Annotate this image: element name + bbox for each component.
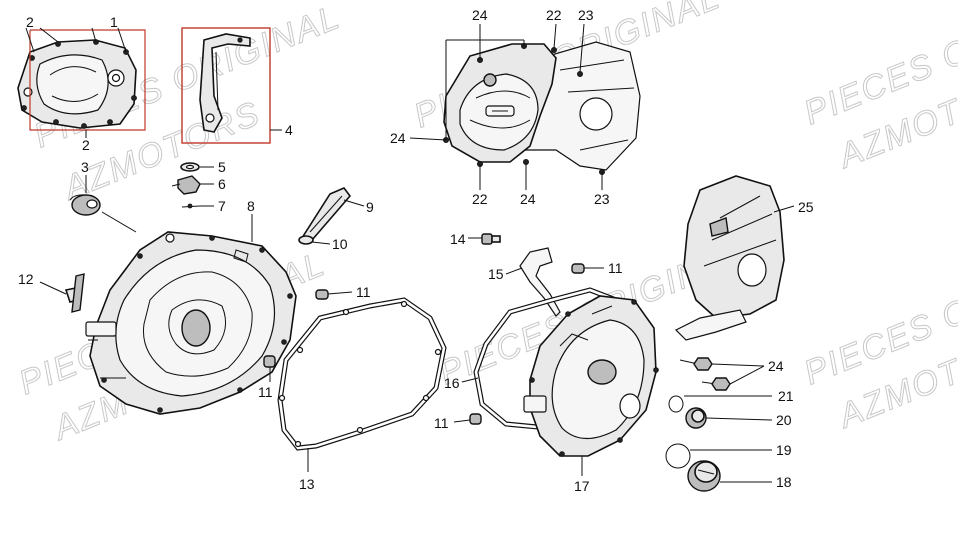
callout-13: 13 bbox=[299, 476, 315, 492]
callout-18: 18 bbox=[776, 474, 792, 490]
callout-24: 24 bbox=[472, 7, 488, 23]
callout-11: 11 bbox=[608, 260, 623, 276]
part-bushing-3 bbox=[69, 194, 101, 216]
part-bracket-4 bbox=[181, 27, 271, 144]
part-dowel-11d bbox=[469, 413, 482, 425]
callout-17: 17 bbox=[574, 478, 590, 494]
callout-14: 14 bbox=[450, 231, 466, 247]
part-upper-cover-assembly bbox=[442, 41, 641, 175]
leader-9 bbox=[343, 199, 365, 207]
leaders-22-23-24 bbox=[409, 23, 603, 190]
callout-3: 3 bbox=[81, 159, 89, 175]
callout-19: 19 bbox=[776, 442, 792, 458]
callout-2: 2 bbox=[82, 137, 90, 153]
callout-2: 2 bbox=[26, 14, 34, 30]
callout-24: 24 bbox=[390, 130, 406, 146]
part-bolt-14 bbox=[481, 233, 501, 245]
leaders-24-right bbox=[711, 363, 765, 385]
part-latch-12 bbox=[64, 273, 85, 313]
callout-15: 15 bbox=[488, 266, 504, 282]
part-crankcase-cover-8 bbox=[85, 231, 297, 415]
part-shroud-25 bbox=[674, 175, 785, 341]
callout-24: 24 bbox=[768, 358, 784, 374]
callout-6: 6 bbox=[218, 176, 226, 192]
part-plug-20 bbox=[685, 407, 707, 429]
callout-8: 8 bbox=[247, 198, 255, 214]
callout-23: 23 bbox=[578, 7, 594, 23]
leaders-1-2 bbox=[25, 27, 146, 138]
part-oring-21 bbox=[668, 395, 684, 413]
callout-10: 10 bbox=[332, 236, 348, 252]
part-oring-19 bbox=[665, 443, 691, 469]
part-gasket-13 bbox=[277, 297, 447, 451]
callout-5: 5 bbox=[218, 159, 226, 175]
part-plug-18 bbox=[687, 460, 721, 492]
leader-10 bbox=[311, 241, 331, 245]
part-clip-6 bbox=[171, 175, 201, 195]
callout-23: 23 bbox=[594, 191, 610, 207]
callout-21: 21 bbox=[778, 388, 794, 404]
part-clutch-cover-small bbox=[17, 39, 137, 129]
part-rod-9 bbox=[300, 187, 352, 241]
leader-12 bbox=[39, 281, 67, 295]
part-right-cover-17 bbox=[523, 295, 659, 457]
callout-22: 22 bbox=[546, 7, 562, 23]
leader-15 bbox=[505, 267, 523, 275]
callout-labels: 1 2 2 3 4 5 6 7 8 9 10 11 11 11 11 12 13… bbox=[18, 7, 814, 494]
part-bolt-24a bbox=[679, 357, 713, 371]
callout-24: 24 bbox=[520, 191, 536, 207]
leader-20 bbox=[705, 417, 773, 421]
part-dowel-11c bbox=[571, 263, 585, 274]
part-pin-7 bbox=[181, 203, 201, 209]
callout-11: 11 bbox=[258, 384, 273, 400]
callout-1: 1 bbox=[110, 14, 118, 30]
part-dowel-11b bbox=[263, 355, 276, 368]
leader-11d bbox=[453, 419, 471, 423]
callout-16: 16 bbox=[444, 375, 460, 391]
leader-11a bbox=[327, 291, 353, 295]
callout-7: 7 bbox=[218, 198, 226, 214]
leader-3b bbox=[101, 211, 137, 233]
part-dowel-11a bbox=[315, 289, 329, 300]
callout-11: 11 bbox=[356, 284, 371, 300]
part-bolt-24b bbox=[701, 377, 731, 391]
callout-11: 11 bbox=[434, 415, 449, 431]
callout-22: 22 bbox=[472, 191, 488, 207]
callout-4: 4 bbox=[285, 122, 293, 138]
part-washer-5 bbox=[180, 162, 200, 172]
leader-25 bbox=[773, 205, 795, 213]
callout-9: 9 bbox=[366, 199, 374, 215]
leader-16 bbox=[461, 377, 479, 383]
part-sleeve-10 bbox=[298, 235, 314, 245]
callout-20: 20 bbox=[776, 412, 792, 428]
callout-12: 12 bbox=[18, 271, 34, 287]
callout-25: 25 bbox=[798, 199, 814, 215]
